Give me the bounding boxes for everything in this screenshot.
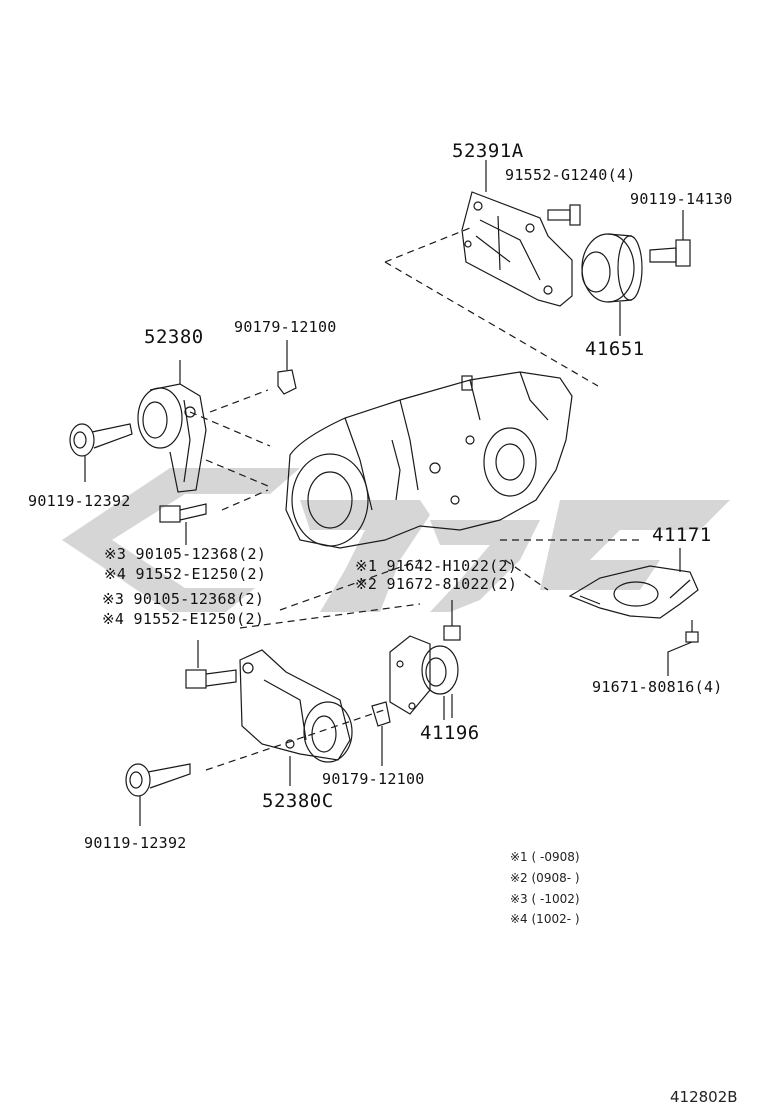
bolt-91671-80816 — [667, 620, 699, 676]
footnote-2: ※2 (0908- ) — [510, 871, 580, 885]
part-label-91642-h1022[interactable]: ※1 91642-H1022(2) — [355, 557, 518, 575]
part-label-90119-12392-top[interactable]: 90119-12392 — [28, 492, 131, 510]
transfer-case-housing — [285, 371, 573, 549]
footnote-4: ※4 (1002- ) — [510, 912, 580, 926]
bolt-91642-h1022 — [443, 600, 461, 641]
part-label-90105-12368-a[interactable]: ※3 90105-12368(2) — [104, 545, 267, 563]
part-label-90179-12100-top[interactable]: 90179-12100 — [234, 318, 337, 336]
bolt-90119-12392-top — [69, 423, 133, 482]
footnote-3: ※3 ( -1002) — [510, 892, 580, 906]
damper-41196 — [389, 635, 459, 718]
bolt-90105-12368-b — [185, 640, 237, 689]
figure-id: 412802B — [670, 1088, 738, 1106]
bolt-90119-14130 — [649, 210, 691, 267]
part-label-41651[interactable]: 41651 — [585, 338, 645, 360]
plate-41171 — [568, 548, 699, 619]
part-label-91671-80816[interactable]: 91671-80816(4) — [592, 678, 723, 696]
bolt-91552-g1240 — [547, 204, 581, 226]
bolt-90105-12368-a — [159, 503, 207, 545]
clip-90179-12100-top — [277, 340, 297, 395]
part-label-91672-81022[interactable]: ※2 91672-81022(2) — [355, 575, 518, 593]
bracket-52391a — [461, 191, 573, 307]
part-label-52391a[interactable]: 52391A — [452, 140, 524, 162]
bracket-52380c — [239, 649, 353, 786]
part-label-90179-12100-bottom[interactable]: 90179-12100 — [322, 770, 425, 788]
part-label-90105-12368-b[interactable]: ※3 90105-12368(2) — [102, 590, 265, 608]
clip-90179-12100-bottom — [371, 701, 391, 766]
part-label-90119-14130[interactable]: 90119-14130 — [630, 190, 733, 208]
part-label-91552-g1240[interactable]: 91552-G1240(4) — [505, 166, 636, 184]
cushion-41651 — [581, 233, 643, 303]
part-label-41196[interactable]: 41196 — [420, 722, 480, 744]
part-label-91552-e1250-b[interactable]: ※4 91552-E1250(2) — [102, 610, 265, 628]
part-label-52380[interactable]: 52380 — [144, 326, 204, 348]
bolt-90119-12392-bottom — [125, 763, 191, 826]
part-label-91552-e1250-a[interactable]: ※4 91552-E1250(2) — [104, 565, 267, 583]
bracket-52380 — [137, 360, 207, 493]
footnote-1: ※1 ( -0908) — [510, 850, 580, 864]
part-label-90119-12392-bottom[interactable]: 90119-12392 — [84, 834, 187, 852]
leader-lines — [189, 227, 640, 771]
part-label-52380c[interactable]: 52380C — [262, 790, 334, 812]
part-label-41171[interactable]: 41171 — [652, 524, 712, 546]
